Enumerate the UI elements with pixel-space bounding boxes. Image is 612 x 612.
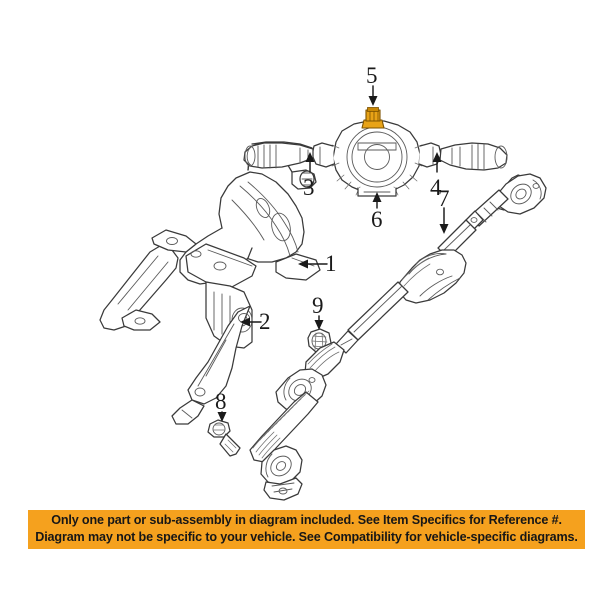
callout-number-1: 1 — [325, 251, 337, 276]
part-3-turn-signal-stalk-left — [243, 141, 314, 169]
callout-number-7: 7 — [438, 186, 450, 211]
callout-number-3: 3 — [303, 175, 315, 200]
part-7-intermediate-steering-shaft — [249, 173, 547, 501]
callout-number-8: 8 — [215, 389, 227, 414]
callout-number-6: 6 — [371, 207, 383, 232]
callout-number-5: 5 — [366, 63, 378, 88]
part-6-clockspring-body — [311, 120, 442, 197]
part-1-steering-column-housing — [99, 147, 321, 349]
part-4-wiper-stalk-right — [439, 142, 508, 171]
callout-number-9: 9 — [312, 293, 324, 318]
callout-number-2: 2 — [259, 309, 271, 334]
disclaimer-line-2: Diagram may not be specific to your vehi… — [35, 530, 578, 544]
disclaimer-banner: Only one part or sub-assembly in diagram… — [28, 510, 585, 549]
part-8-mounting-bolt — [207, 419, 241, 457]
part-2-column-support-bracket — [171, 305, 251, 425]
part-5-highlighted-connector — [361, 107, 385, 129]
callout-leaders — [217, 85, 449, 422]
disclaimer-line-1: Only one part or sub-assembly in diagram… — [51, 512, 562, 527]
callout-number-4: 4 — [430, 175, 442, 200]
